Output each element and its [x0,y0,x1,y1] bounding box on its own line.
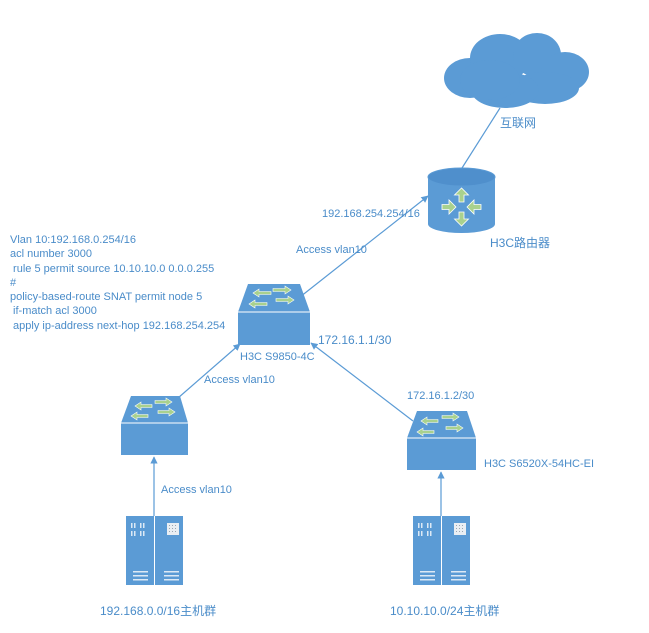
router-label: H3C路由器 [490,236,551,250]
config-line: # [10,276,17,289]
link-router-internet [461,107,501,169]
hosts-left-label: 192.168.0.0/16主机群 [100,604,217,618]
router-ip-label: 192.168.254.254/16 [322,208,420,220]
core-switch-config: Vlan 10:192.168.0.254/16 acl number 3000… [10,233,225,333]
switch-icon [121,396,188,455]
config-line: policy-based-route SNAT permit node 5 [10,291,203,304]
right-switch-label: H3C S6520X-54HC-EI [484,458,595,470]
core-switch-ip-label: 172.16.1.1/30 [318,333,392,347]
right-switch-ip-label: 172.16.1.2/30 [407,390,475,402]
server-rack-icon [413,516,470,585]
config-line: if-match acl 3000 [10,305,97,318]
link-left-core [177,343,241,399]
cloud-icon [444,33,589,108]
switch-icon [238,284,310,345]
link-label-left-core: Access vlan10 [204,374,275,386]
switch-icon [407,411,476,470]
server-rack-icon [126,516,183,585]
config-line: rule 5 permit source 10.10.10.0 0.0.0.25… [10,262,215,275]
hosts-right-label: 10.10.10.0/24主机群 [390,604,500,618]
link-core-router [299,195,429,298]
config-line: Vlan 10:192.168.0.254/16 [10,234,137,246]
core-switch-label: H3C S9850-4C [240,351,315,363]
link-label-core-router: Access vlan10 [296,244,367,256]
config-line: acl number 3000 [10,248,92,261]
link-right-core [310,342,414,422]
router-icon [427,167,496,233]
link-label-hosts-left: Access vlan10 [161,484,232,496]
config-line: apply ip-address next-hop 192.168.254.25… [10,319,226,332]
internet-label: 互联网 [500,116,537,130]
